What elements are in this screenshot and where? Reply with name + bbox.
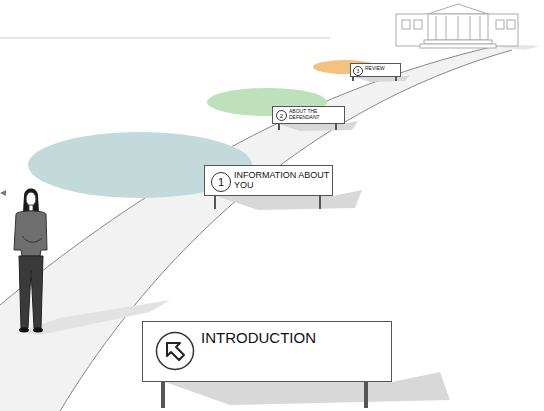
step-number: 2 (276, 110, 287, 121)
building (396, 4, 540, 50)
sign-label: ABOUT THE DEFENDANT (289, 109, 343, 121)
road (0, 45, 512, 411)
sign-board: 2ABOUT THE DEFENDANT (272, 106, 345, 124)
road-edge (60, 50, 512, 411)
arrow-icon (155, 331, 195, 371)
sign-label: INTRODUCTION (201, 329, 381, 346)
woman-figure (14, 189, 170, 336)
edge-arrow (0, 190, 6, 196)
sign-board: 1INFORMATION ABOUT YOU (204, 165, 333, 196)
sign-label: INFORMATION ABOUT YOU (234, 170, 330, 191)
step-number: 1 (211, 172, 231, 192)
sign-legs (163, 382, 366, 408)
sign-board: INTRODUCTION (142, 321, 392, 382)
sign-label: REVIEW (365, 66, 399, 72)
horizon-line (0, 38, 330, 39)
sign-board: 3REVIEW (350, 63, 401, 77)
step-number: 3 (353, 66, 363, 76)
road-edge (0, 45, 500, 305)
